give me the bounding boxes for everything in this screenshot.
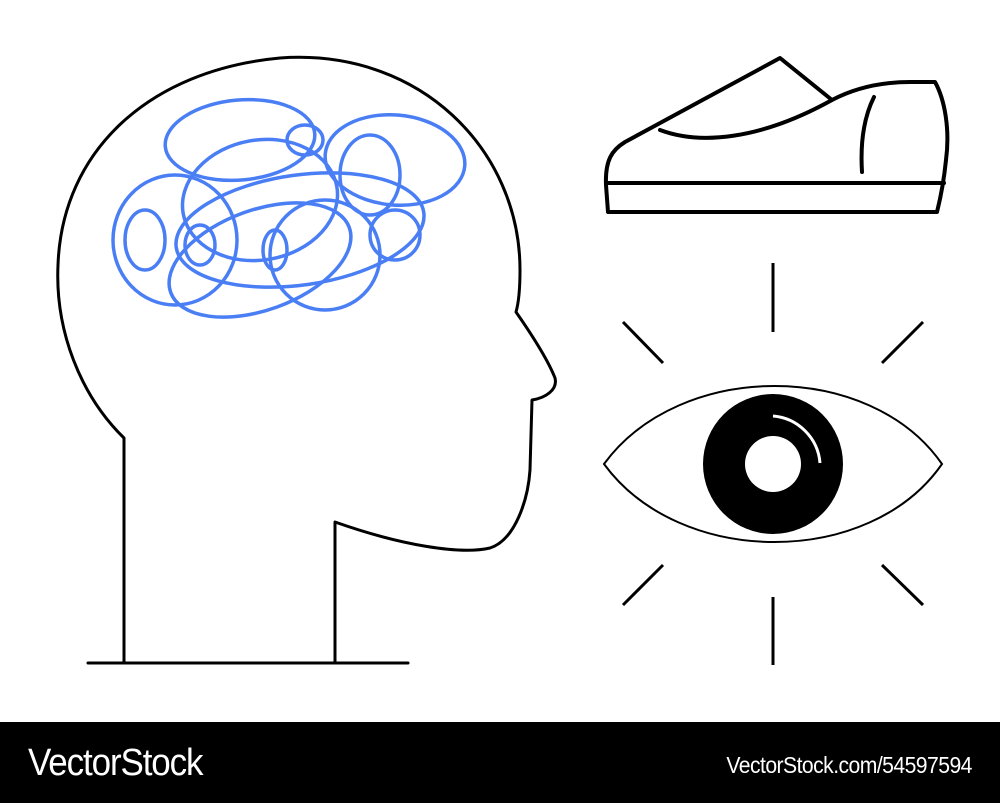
brand-logo: VectorStock: [28, 742, 204, 784]
radiant-eye-icon: [602, 263, 944, 665]
head-silhouette-icon: [56, 55, 557, 665]
scribble-brain-icon: [111, 97, 467, 319]
watermark-footer: VectorStock VectorStock.com/54597594: [0, 722, 1000, 803]
sneaker-icon: [603, 56, 950, 214]
illustration: [56, 55, 950, 665]
stock-id: VectorStock.com/54597594: [726, 752, 972, 778]
